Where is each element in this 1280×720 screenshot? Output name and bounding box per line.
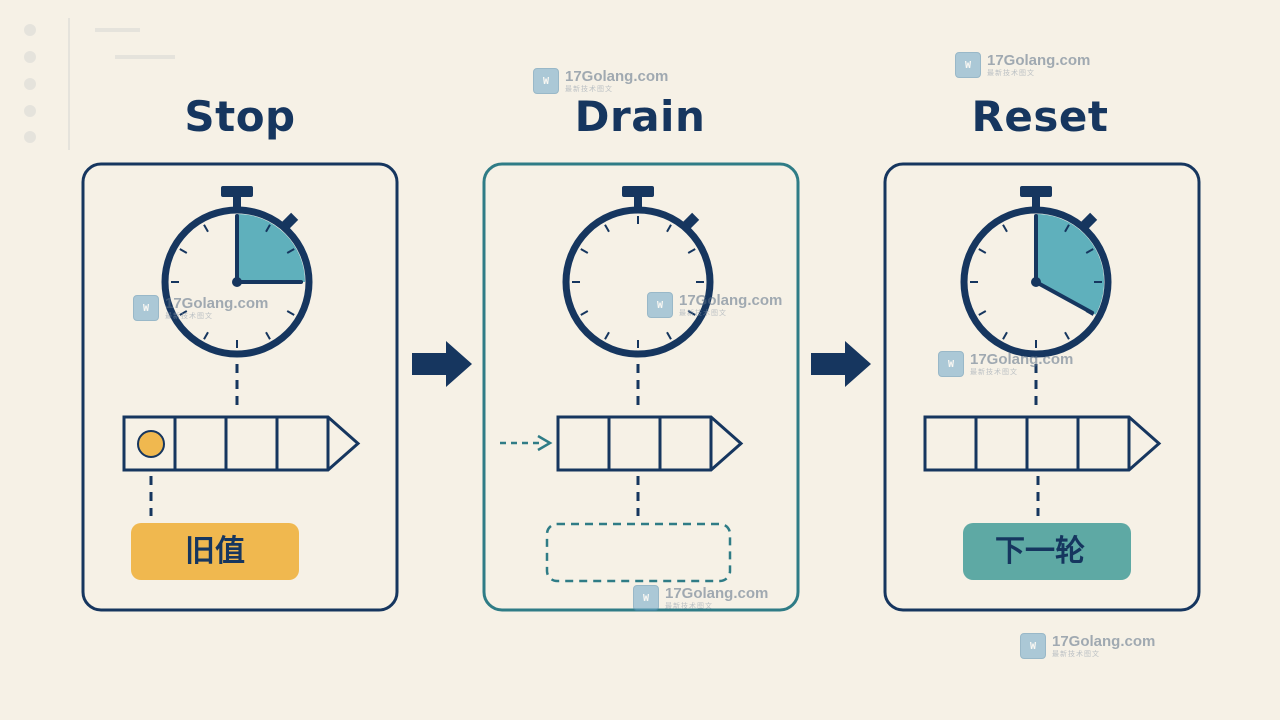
stopwatch-dial [562, 206, 714, 358]
dial-tick [978, 310, 987, 316]
watermark-tagline: 最新技术图文 [165, 313, 213, 320]
queue-icon [556, 415, 744, 472]
watermark-site: 17Golang.com [165, 295, 269, 312]
badge-label-next-round: 下一轮 [995, 534, 1085, 569]
stopwatch-icon [960, 186, 1112, 358]
dial-tick [265, 224, 271, 233]
stopwatch-hub [232, 277, 242, 287]
dial-tick [666, 224, 672, 233]
stage-panel-reset [883, 162, 1201, 612]
decor-dot [24, 78, 36, 90]
queue-outline [923, 415, 1162, 472]
decor-dot [24, 51, 36, 63]
queue-icon [923, 415, 1162, 472]
edge-decoration [24, 18, 175, 150]
stage-title-drain: Drain [574, 92, 706, 141]
watermark-tagline: 最新技术图文 [987, 70, 1035, 77]
stopwatch-stem [634, 196, 642, 212]
stopwatch-crown [1020, 186, 1052, 197]
dial-tick [580, 248, 589, 254]
stopwatch-hand-end [1034, 280, 1095, 315]
stopwatch-stem [1032, 196, 1040, 212]
watermark: W 17Golang.com 最新技术图文 [938, 349, 1073, 379]
decor-dot [24, 105, 36, 117]
incoming-arrow-head-icon [537, 434, 553, 452]
dial-tick [286, 310, 295, 316]
watermark: W 17Golang.com 最新技术图文 [955, 50, 1090, 80]
right-arrow-icon [811, 341, 871, 387]
dial-tick [687, 310, 696, 316]
dial-tick [1064, 224, 1070, 233]
dial-tick [666, 331, 672, 340]
stopwatch-icon [161, 186, 313, 358]
watermark: W 17Golang.com 最新技术图文 [133, 293, 268, 323]
right-arrow-icon [412, 341, 472, 387]
watermark-tagline: 最新技术图文 [679, 310, 727, 317]
stopwatch-icon [562, 186, 714, 358]
stopwatch-crown [622, 186, 654, 197]
stage-title-reset: Reset [971, 92, 1109, 141]
dial-tick [1064, 331, 1070, 340]
queue-outline [122, 415, 361, 472]
stopwatch-hub [1031, 277, 1041, 287]
watermark-tagline: 最新技术图文 [565, 86, 613, 93]
watermark-logo-icon: W [533, 68, 559, 94]
dial-tick [1002, 224, 1008, 233]
watermark: W 17Golang.com 最新技术图文 [647, 290, 782, 320]
watermark-site: 17Golang.com [970, 351, 1074, 368]
watermark-site: 17Golang.com [665, 585, 769, 602]
dial-tick [265, 331, 271, 340]
watermark-logo-icon: W [133, 295, 159, 321]
watermark-tagline: 最新技术图文 [665, 603, 713, 610]
panel-frame [883, 162, 1201, 612]
dial-tick [179, 248, 188, 254]
watermark-site: 17Golang.com [1052, 633, 1156, 650]
elapsed-sector [237, 214, 305, 282]
panel-frame [81, 162, 399, 612]
dial-tick [1085, 248, 1094, 254]
watermark-logo-icon: W [647, 292, 673, 318]
dial-tick [1002, 331, 1008, 340]
watermark-logo-icon: W [1020, 633, 1046, 659]
watermark-tagline: 最新技术图文 [970, 369, 1018, 376]
badge-label-old-value: 旧值 [185, 534, 245, 569]
stage-panel-stop [81, 162, 399, 612]
dial-tick [203, 224, 209, 233]
stopwatch-stem [233, 196, 241, 212]
watermark-logo-icon: W [633, 585, 659, 611]
dial-tick [203, 331, 209, 340]
queue-token [137, 430, 165, 458]
dial-tick [604, 331, 610, 340]
badge-background [963, 523, 1131, 580]
watermark-logo-icon: W [938, 351, 964, 377]
badge-background [131, 523, 299, 580]
queue-outline [556, 415, 744, 472]
stage-panel-drain [482, 162, 800, 612]
dial-tick [179, 310, 188, 316]
decor-dot [24, 24, 36, 36]
watermark-site: 17Golang.com [565, 68, 669, 85]
dial-tick [687, 248, 696, 254]
queue-icon [122, 415, 361, 472]
watermark-tagline: 最新技术图文 [1052, 651, 1100, 658]
watermark: W 17Golang.com 最新技术图文 [633, 583, 768, 613]
decor-dot [24, 131, 36, 143]
dial-tick [286, 248, 295, 254]
dial-tick [580, 310, 589, 316]
badge-placeholder [545, 522, 732, 583]
dial-tick [604, 224, 610, 233]
watermark-site: 17Golang.com [987, 52, 1091, 69]
watermark-site: 17Golang.com [679, 292, 783, 309]
dial-tick [978, 248, 987, 254]
watermark-logo-icon: W [955, 52, 981, 78]
watermark: W 17Golang.com 最新技术图文 [1020, 631, 1155, 661]
stage-title-stop: Stop [184, 92, 296, 141]
stopwatch-crown [221, 186, 253, 197]
watermark: W 17Golang.com 最新技术图文 [533, 66, 668, 96]
